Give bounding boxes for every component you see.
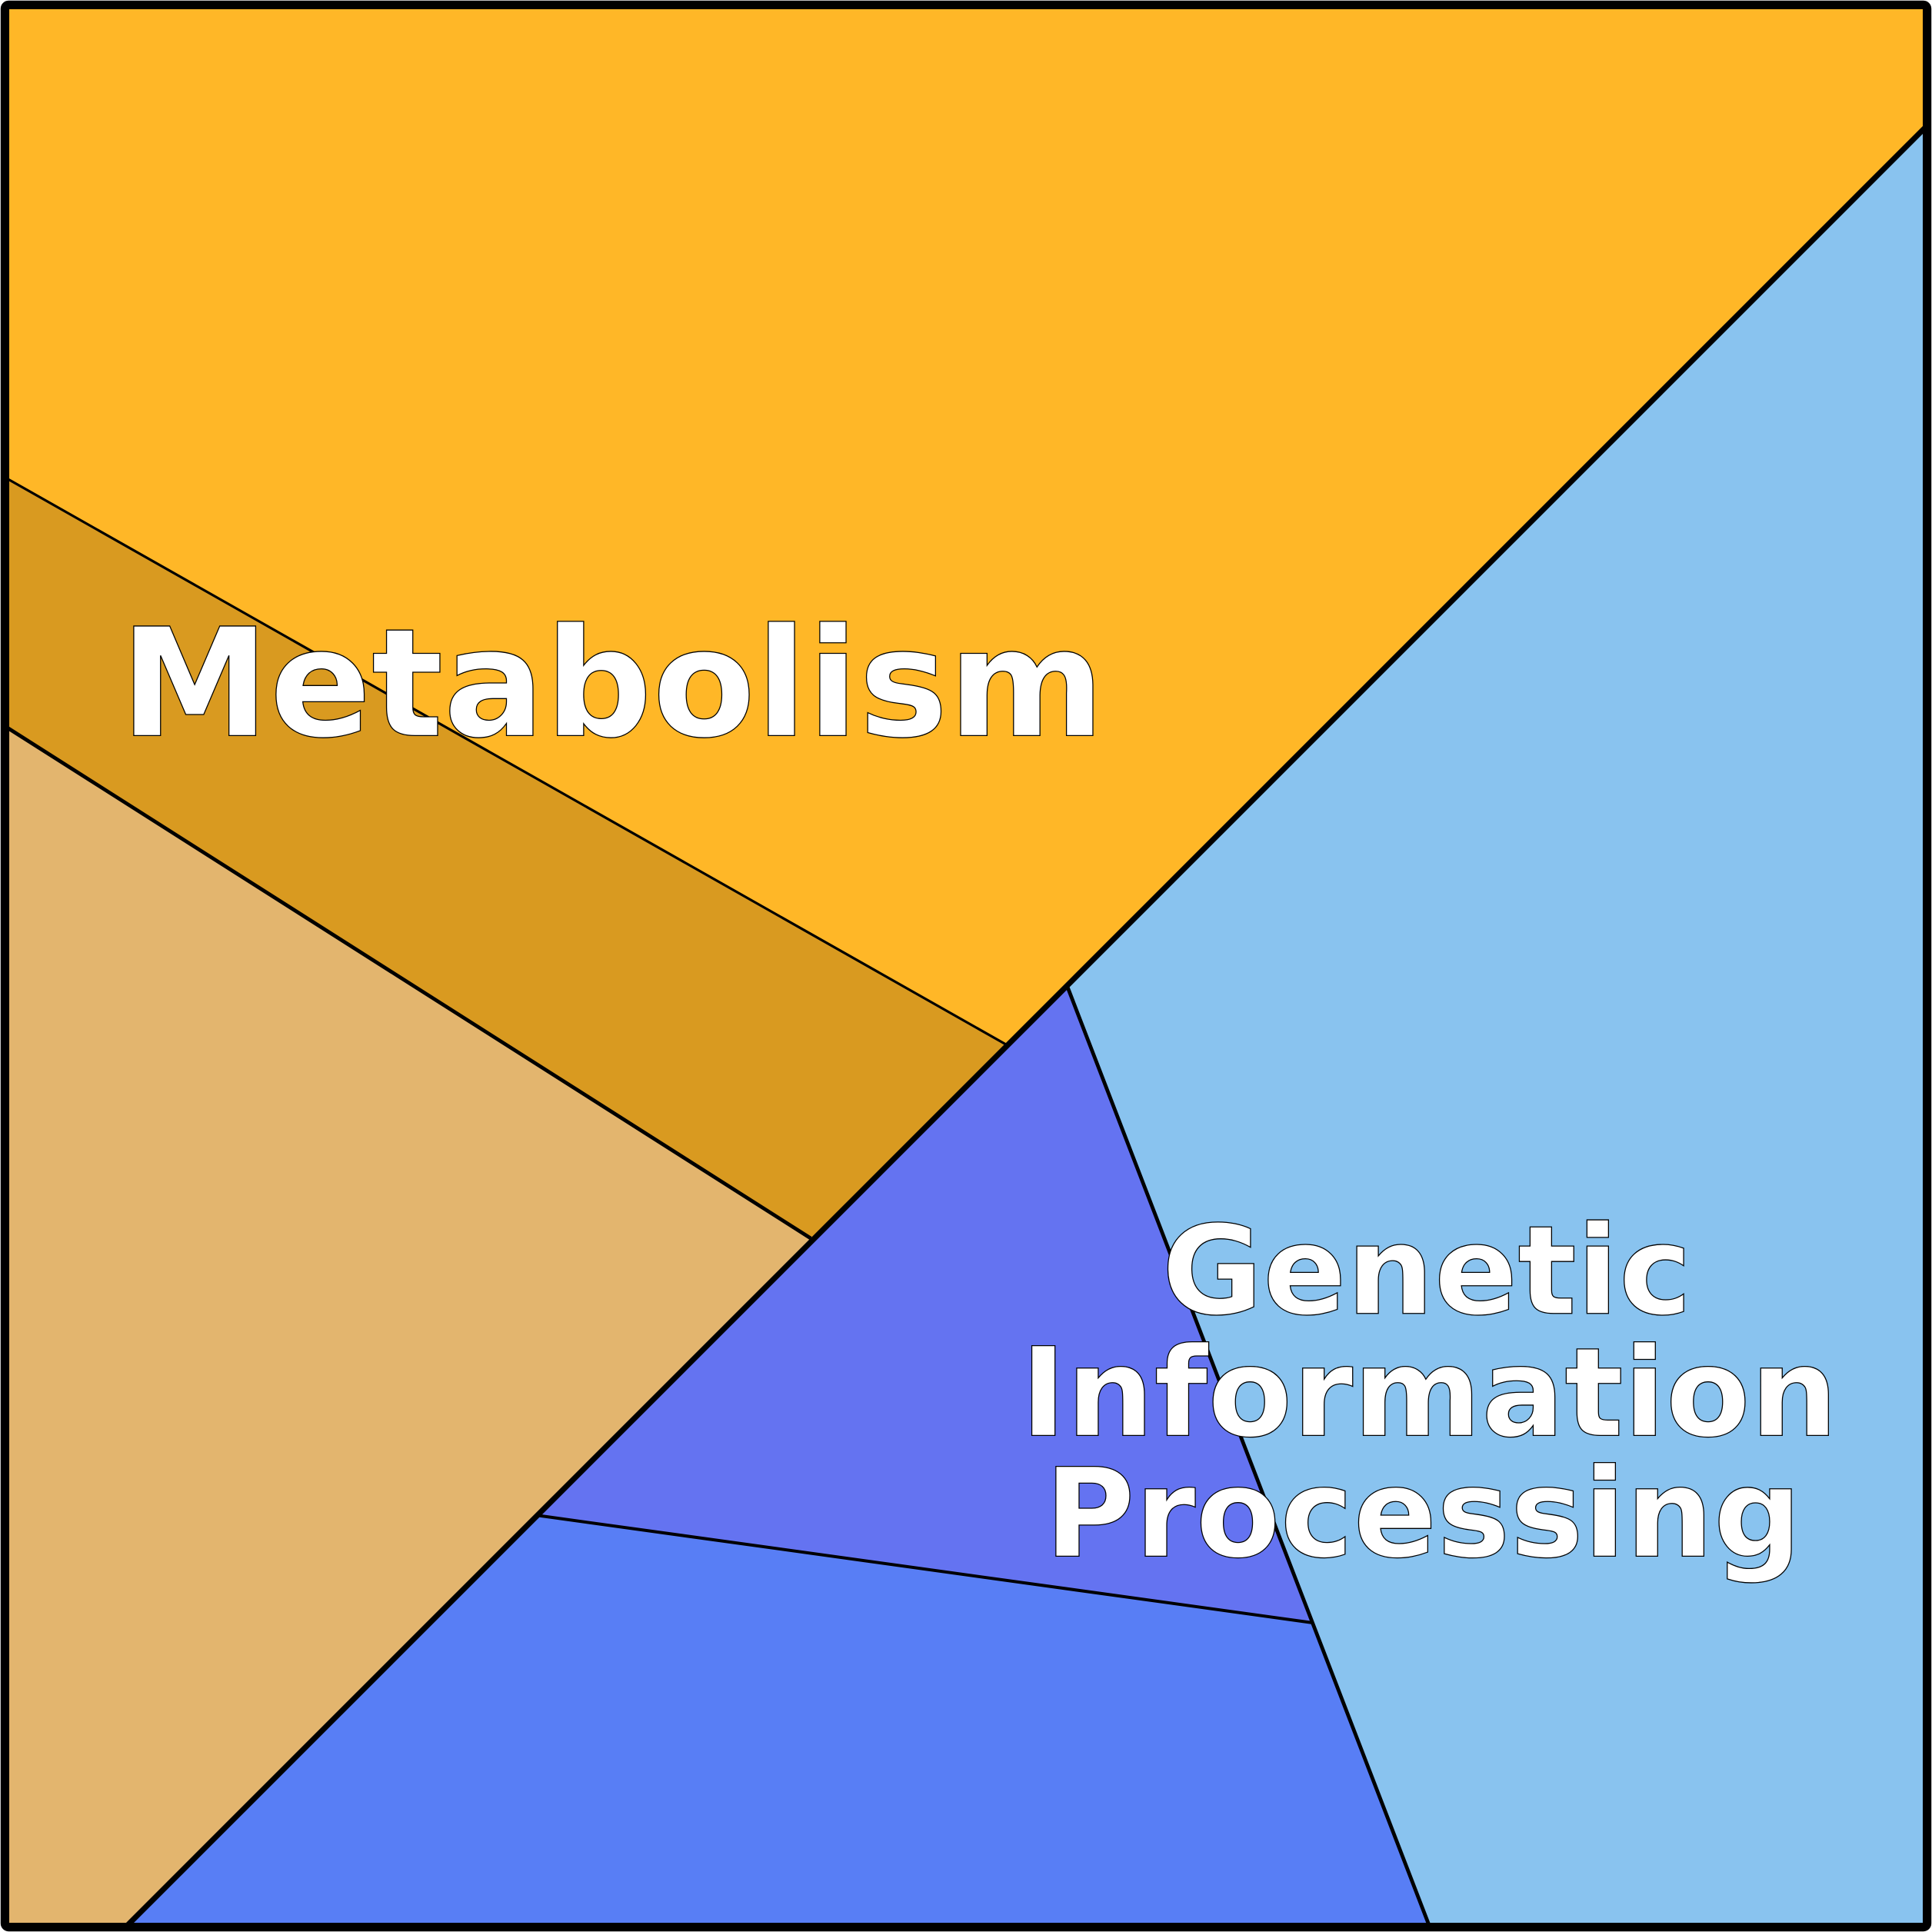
group-label-metabolism: Metabolism — [120, 597, 1104, 771]
cell-metabolism-1 — [6, 6, 1926, 1045]
group-label-genetic-line3: Processing — [1044, 1441, 1801, 1585]
cell-metabolism-2 — [6, 478, 1007, 1239]
group-label-genetic-line1: Genetic — [1162, 1199, 1692, 1343]
cell-metabolism-3 — [6, 727, 811, 1926]
cell-genetic-2 — [538, 985, 1313, 1623]
cell-genetic-1 — [1067, 127, 1926, 1926]
cell-genetic-3 — [127, 1515, 1430, 1926]
group-label-genetic-line2: Information — [1021, 1321, 1838, 1464]
